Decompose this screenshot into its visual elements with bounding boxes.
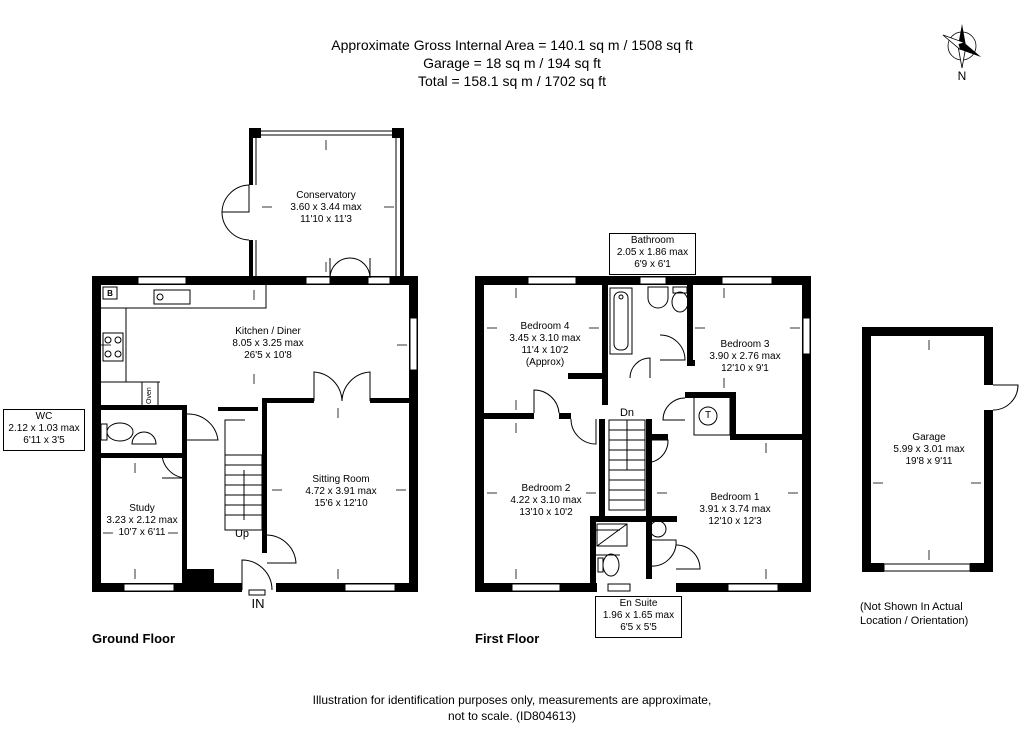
bathroom-metric: 2.05 x 1.86 max — [616, 247, 689, 258]
conservatory-name: Conservatory — [296, 190, 356, 201]
bedroom3-label: Bedroom 3 3.90 x 2.76 max 12'10 x 9'1 — [695, 339, 795, 375]
bathroom-name: Bathroom — [630, 235, 675, 246]
kitchen-metric: 8.05 x 3.25 max — [232, 338, 304, 349]
bedroom2-metric: 4.22 x 3.10 max — [510, 495, 582, 506]
wc-metric: 2.12 x 1.03 max — [8, 423, 80, 434]
bathroom-imperial: 6'9 x 6'1 — [634, 259, 671, 270]
first-floor-windows — [511, 276, 811, 592]
sitting-room-label: Sitting Room 4.72 x 3.91 max 15'6 x 12'1… — [286, 474, 396, 510]
oven-marker: Oven — [146, 387, 153, 404]
first-floor-stairs — [608, 419, 646, 511]
bedroom3-name: Bedroom 3 — [720, 339, 770, 350]
first-floor-title: First Floor — [475, 631, 540, 646]
bathroom-fixtures — [609, 286, 731, 436]
conservatory-metric: 3.60 x 3.44 max — [290, 202, 362, 213]
boiler-marker: B — [107, 289, 113, 298]
kitchen-units — [101, 285, 267, 409]
ground-windows — [123, 276, 418, 592]
garage-metric: 5.99 x 3.01 max — [893, 444, 965, 455]
bedroom4-note: (Approx) — [525, 357, 565, 368]
garage-note: (Not Shown In Actual Location / Orientat… — [860, 600, 968, 628]
study-name: Study — [129, 503, 155, 514]
conservatory-imperial: 11'10 x 11'3 — [300, 214, 352, 225]
stairs-down-label: Dn — [619, 407, 635, 419]
conservatory-glazing — [221, 130, 397, 276]
sitting-room-imperial: 15'6 x 12'10 — [314, 498, 368, 509]
bedroom4-name: Bedroom 4 — [520, 321, 570, 332]
wc-label-box: WC 2.12 x 1.03 max 6'11 x 3'5 — [3, 409, 85, 451]
bedroom3-imperial: 12'10 x 9'1 — [721, 363, 769, 374]
garage-note-line2: Location / Orientation) — [860, 615, 969, 627]
wc-imperial: 6'11 x 3'5 — [23, 435, 65, 446]
ground-stairs — [224, 419, 263, 531]
garage-doors — [883, 384, 1019, 572]
ensuite-name: En Suite — [619, 598, 658, 609]
ground-doors — [161, 257, 371, 596]
compass-north-label: N — [957, 69, 967, 83]
conservatory-label: Conservatory 3.60 x 3.44 max 11'10 x 11'… — [276, 190, 376, 226]
garage-label: Garage 5.99 x 3.01 max 19'8 x 9'11 — [879, 432, 979, 468]
bedroom1-label: Bedroom 1 3.91 x 3.74 max 12'10 x 12'3 — [680, 492, 790, 528]
bedroom3-metric: 3.90 x 2.76 max — [709, 351, 781, 362]
header-garage-line: Garage = 18 sq m / 194 sq ft — [423, 55, 601, 71]
wc-fixtures — [100, 422, 157, 445]
bedroom2-name: Bedroom 2 — [521, 483, 571, 494]
bathroom-label-box: Bathroom 2.05 x 1.86 max 6'9 x 6'1 — [609, 233, 696, 275]
bedroom4-metric: 3.45 x 3.10 max — [509, 333, 581, 344]
kitchen-imperial: 26'5 x 10'8 — [244, 350, 292, 361]
bedroom2-label: Bedroom 2 4.22 x 3.10 max 13'10 x 10'2 — [496, 483, 596, 519]
sitting-room-name: Sitting Room — [312, 474, 370, 485]
bedroom4-label: Bedroom 4 3.45 x 3.10 max 11'4 x 10'2 (A… — [495, 321, 595, 369]
header-area-line: Approximate Gross Internal Area = 140.1 … — [331, 37, 693, 53]
wc-name: WC — [35, 411, 53, 422]
kitchen-label: Kitchen / Diner 8.05 x 3.25 max 26'5 x 1… — [208, 326, 328, 362]
compass-icon — [942, 24, 982, 69]
footer-line2: not to scale. (ID804613) — [447, 709, 577, 723]
entrance-label: IN — [251, 596, 265, 611]
study-imperial: 10'7 x 6'11 — [118, 527, 166, 538]
garage-note-line1: (Not Shown In Actual — [860, 601, 963, 613]
garage-walls — [862, 327, 993, 572]
garage-imperial: 19'8 x 9'11 — [905, 456, 953, 467]
kitchen-name: Kitchen / Diner — [235, 326, 301, 337]
tank-marker: T — [704, 410, 712, 421]
ensuite-fixtures — [596, 520, 667, 577]
ground-floor-title: Ground Floor — [92, 631, 176, 646]
sitting-room-metric: 4.72 x 3.91 max — [305, 486, 377, 497]
bedroom2-imperial: 13'10 x 10'2 — [519, 507, 573, 518]
bedroom4-imperial: 11'4 x 10'2 — [521, 345, 569, 356]
dimension-arrows — [101, 140, 981, 579]
bedroom1-metric: 3.91 x 3.74 max — [699, 504, 771, 515]
stairs-up-label: Up — [234, 528, 250, 540]
study-metric: 3.23 x 2.12 max — [106, 515, 178, 526]
bedroom1-name: Bedroom 1 — [710, 492, 760, 503]
ensuite-label-box: En Suite 1.96 x 1.65 max 6'5 x 5'5 — [595, 596, 682, 638]
study-label: Study 3.23 x 2.12 max 10'7 x 6'11 — [96, 503, 188, 539]
ensuite-imperial: 6'5 x 5'5 — [620, 622, 657, 633]
bedroom1-imperial: 12'10 x 12'3 — [708, 516, 762, 527]
footer-line1: Illustration for identification purposes… — [312, 693, 712, 707]
ensuite-metric: 1.96 x 1.65 max — [602, 610, 675, 621]
header-total-line: Total = 158.1 sq m / 1702 sq ft — [418, 73, 606, 89]
garage-name: Garage — [912, 432, 946, 443]
